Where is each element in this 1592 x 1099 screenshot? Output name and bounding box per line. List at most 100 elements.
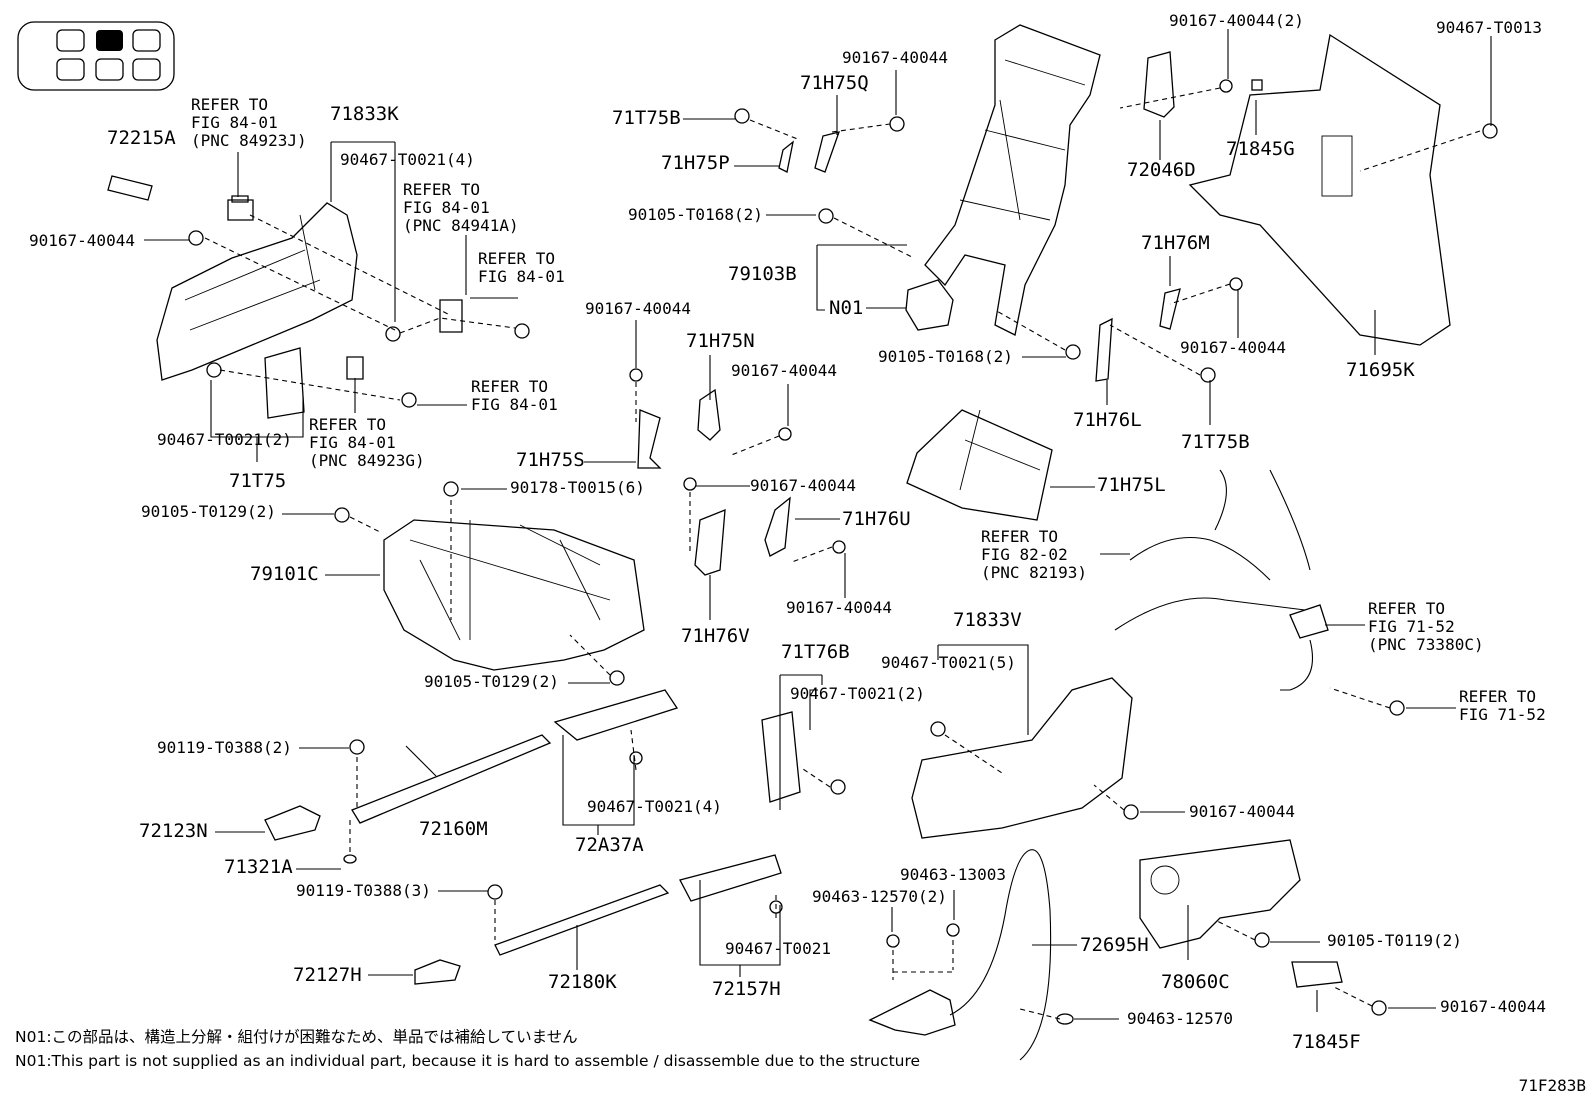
clip-90467-b bbox=[385, 326, 401, 342]
connector-84923J bbox=[227, 195, 254, 221]
bolt-90167-d bbox=[778, 427, 792, 441]
part-72215A bbox=[107, 175, 153, 201]
label-71321A: 71321A bbox=[224, 856, 293, 878]
part-71H76L bbox=[1095, 317, 1113, 382]
connector-84941A bbox=[439, 299, 463, 333]
part-71845F bbox=[1291, 961, 1343, 988]
part-72180K-rail bbox=[494, 884, 670, 956]
label-71833K: 71833K bbox=[330, 103, 399, 125]
label-90463-12570: 90463-12570 bbox=[1127, 1009, 1233, 1028]
part-N01-motor bbox=[905, 279, 954, 331]
label-72180K: 72180K bbox=[548, 971, 617, 993]
label-72A37A: 72A37A bbox=[575, 834, 644, 856]
note-n01-japanese: N01:この部品は、構造上分解・組付けが困難なため、単品では補給していません bbox=[15, 1028, 578, 1046]
label-72160M: 72160M bbox=[419, 818, 488, 840]
label-refer-73380C: REFER TO FIG 71-52 (PNC 73380C) bbox=[1368, 599, 1484, 654]
label-72046D: 72046D bbox=[1127, 159, 1196, 181]
label-N01: N01 bbox=[829, 297, 864, 319]
bolt-84-01-b bbox=[401, 392, 417, 408]
label-79103B: 79103B bbox=[728, 263, 797, 285]
label-90467-T0021-5: 90467-T0021(5) bbox=[881, 653, 1016, 672]
label-90167-40044-f: 90167-40044 bbox=[786, 598, 892, 617]
bolt-90167-f bbox=[832, 540, 846, 554]
part-71H75Q bbox=[814, 131, 841, 173]
part-71H76U bbox=[764, 496, 791, 557]
clamp-90463-a bbox=[886, 934, 900, 948]
label-90463-12570-2: 90463-12570(2) bbox=[812, 887, 947, 906]
bolt-90167-i bbox=[1123, 804, 1139, 820]
bolt-90167-g bbox=[1219, 79, 1233, 93]
label-90467-T0021-2b: 90467-T0021(2) bbox=[790, 684, 925, 703]
bolt-90105-T0119 bbox=[1254, 932, 1270, 948]
label-refer-84-01a: REFER TO FIG 84-01 bbox=[478, 249, 565, 286]
bolt-90167-h bbox=[1229, 277, 1243, 291]
part-72157H bbox=[679, 854, 782, 902]
label-90105-T0168-2b: 90105-T0168(2) bbox=[878, 347, 1013, 366]
label-90105-T0129-2b: 90105-T0129(2) bbox=[424, 672, 559, 691]
clip-90467-e bbox=[930, 721, 946, 737]
label-90167-40044-d: 90167-40044 bbox=[731, 361, 837, 380]
part-71T76B bbox=[761, 711, 801, 803]
bolt-90167-j bbox=[1371, 1000, 1387, 1016]
label-72215A: 72215A bbox=[107, 127, 176, 149]
label-90167-40044-2: 90167-40044(2) bbox=[1169, 11, 1304, 30]
label-71T75B-b: 71T75B bbox=[1181, 431, 1250, 453]
figure-code: 71F283B bbox=[1518, 1076, 1586, 1095]
clip-71T75B-b bbox=[1200, 367, 1216, 383]
label-refer-84923J: REFER TO FIG 84-01 (PNC 84923J) bbox=[191, 95, 307, 150]
label-72157H: 72157H bbox=[712, 978, 781, 1000]
label-71H76L: 71H76L bbox=[1073, 409, 1142, 431]
label-71H75Q: 71H75Q bbox=[800, 72, 869, 94]
bolt-84-01-a bbox=[514, 323, 530, 339]
label-90105-T0168-2a: 90105-T0168(2) bbox=[628, 205, 763, 224]
label-90467-T0021-4b: 90467-T0021(4) bbox=[587, 797, 722, 816]
part-71T75-pad bbox=[264, 347, 305, 419]
part-71H75S bbox=[637, 409, 662, 469]
clamp-90463-12570 bbox=[1056, 1013, 1074, 1025]
part-72123N bbox=[264, 805, 321, 841]
label-71H75L: 71H75L bbox=[1097, 474, 1166, 496]
label-refer-84923G: REFER TO FIG 84-01 (PNC 84923G) bbox=[309, 415, 425, 470]
connector-84923G bbox=[346, 356, 364, 380]
label-90467-T0021-2a: 90467-T0021(2) bbox=[157, 430, 292, 449]
label-90119-T0388-3: 90119-T0388(3) bbox=[296, 881, 431, 900]
part-72160M-rail bbox=[351, 734, 552, 824]
part-71845G bbox=[1251, 79, 1263, 91]
label-refer-84-01b: REFER TO FIG 84-01 bbox=[471, 377, 558, 414]
label-90167-40044-c: 90167-40044 bbox=[585, 299, 691, 318]
label-90167-40044-h: 90167-40044 bbox=[1189, 802, 1295, 821]
part-71833K-cover bbox=[156, 202, 358, 381]
label-71H76U: 71H76U bbox=[842, 508, 911, 530]
label-71845F: 71845F bbox=[1292, 1031, 1361, 1053]
assembly-lines bbox=[204, 87, 1481, 1020]
label-90467-T0013: 90467-T0013 bbox=[1436, 18, 1542, 37]
label-71T76B: 71T76B bbox=[781, 641, 850, 663]
part-79101C-frame bbox=[383, 519, 645, 671]
part-71H76V bbox=[694, 509, 726, 576]
part-71H75P bbox=[778, 140, 794, 173]
bolt-90167-e bbox=[683, 477, 697, 491]
part-72127H bbox=[414, 959, 461, 985]
bolt-90105-a bbox=[334, 507, 350, 523]
bolt-90119-b bbox=[487, 884, 503, 900]
label-90167-40044-i: 90167-40044 bbox=[1440, 997, 1546, 1016]
bolt-90105-b bbox=[609, 670, 625, 686]
bolt-90167-c bbox=[629, 368, 643, 382]
label-71H75N: 71H75N bbox=[686, 330, 755, 352]
bolt-90105-d bbox=[1065, 344, 1081, 360]
bolt-90119-a bbox=[349, 739, 365, 755]
part-72A37A bbox=[553, 689, 679, 741]
note-n01-english: N01:This part is not supplied as an indi… bbox=[15, 1052, 921, 1070]
part-78060C bbox=[1139, 839, 1301, 949]
label-90167-40044-b: 90167-40044 bbox=[842, 48, 948, 67]
label-90463-13003: 90463-13003 bbox=[900, 865, 1006, 884]
label-72695H: 72695H bbox=[1080, 934, 1149, 956]
label-71T75: 71T75 bbox=[229, 470, 287, 492]
part-71695K-board bbox=[1188, 33, 1451, 346]
clip-90467-a bbox=[206, 362, 222, 378]
leader-lines bbox=[144, 29, 1492, 1020]
part-71H75N bbox=[697, 388, 721, 441]
label-71845G: 71845G bbox=[1226, 138, 1295, 160]
